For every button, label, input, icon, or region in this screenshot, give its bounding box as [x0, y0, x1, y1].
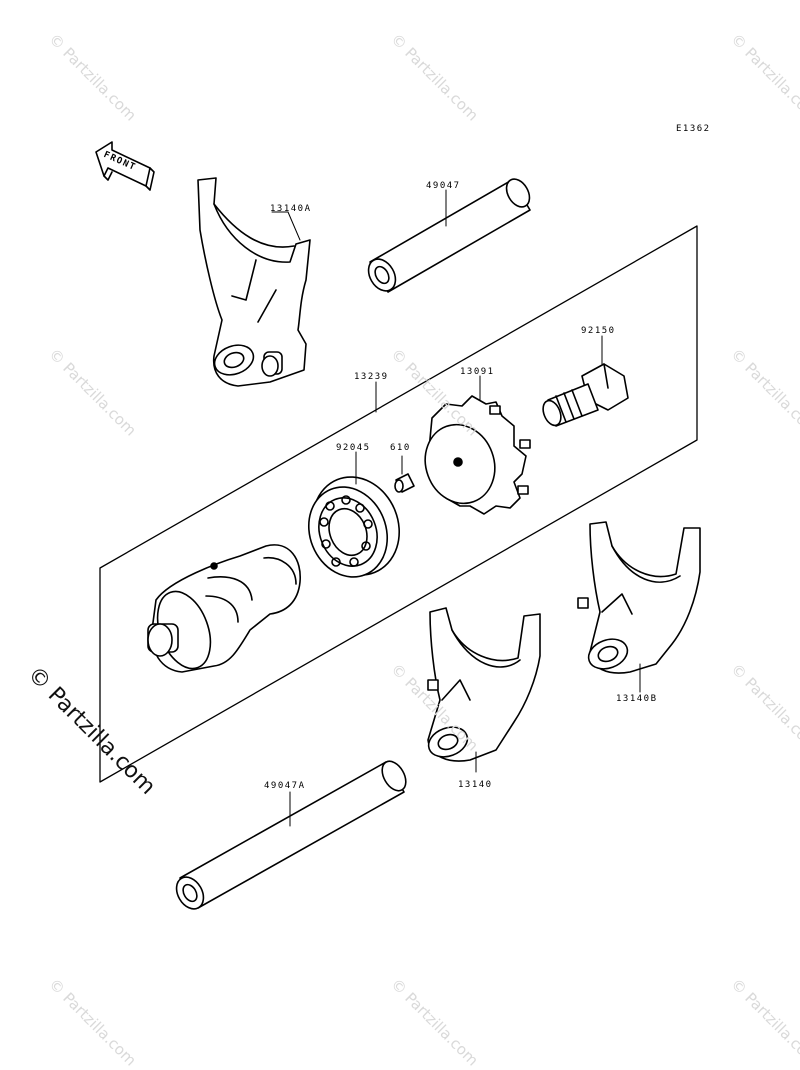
part-label-49047[interactable]: 49047	[426, 181, 461, 191]
shift-fork-13140b-drawing	[577, 521, 701, 674]
holder-13091-drawing	[424, 395, 531, 515]
assembly-frame	[99, 225, 698, 783]
part-label-610[interactable]: 610	[390, 443, 411, 453]
shift-fork-13140a-drawing	[197, 177, 311, 387]
part-label-13140[interactable]: 13140	[458, 780, 493, 790]
front-arrow-icon	[95, 141, 155, 191]
part-label-13239[interactable]: 13239	[354, 372, 389, 382]
shaft-49047a-drawing	[175, 760, 407, 910]
part-label-13091[interactable]: 13091	[460, 367, 495, 377]
part-label-13140b[interactable]: 13140B	[616, 694, 658, 704]
diagram-canvas	[95, 141, 701, 910]
shaft-49047-drawing	[367, 178, 531, 293]
parts-diagram: © Partzilla.com © Partzilla.com © Partzi…	[22, 30, 800, 1070]
diagram-code: E1362	[676, 124, 711, 134]
part-label-92045[interactable]: 92045	[336, 443, 371, 453]
pin-610-drawing	[394, 473, 415, 493]
part-label-13140a[interactable]: 13140A	[270, 204, 312, 214]
shift-fork-13140-drawing	[427, 607, 541, 762]
part-label-92150[interactable]: 92150	[581, 326, 616, 336]
bearing-92045-drawing	[307, 476, 401, 578]
part-label-49047a[interactable]: 49047A	[264, 781, 306, 791]
bolt-92150-drawing	[542, 363, 629, 427]
shift-drum-drawing	[147, 544, 301, 673]
